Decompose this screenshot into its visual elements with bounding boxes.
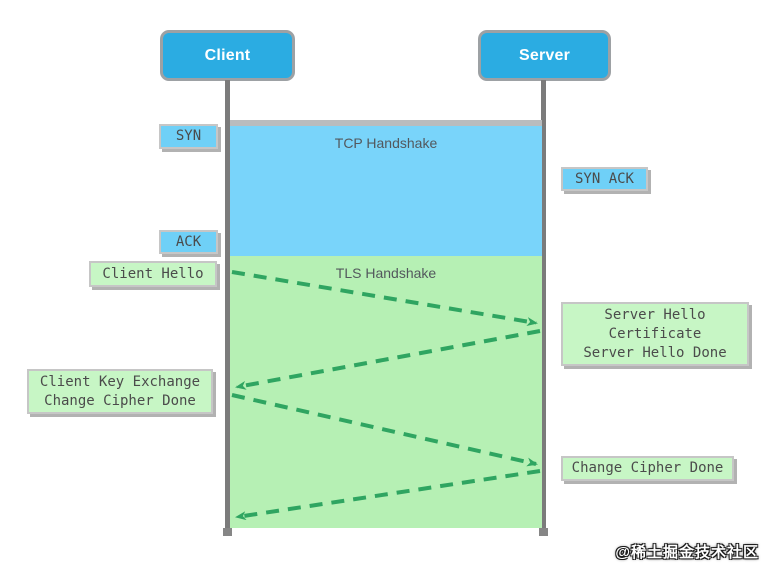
- ack-text: ACK: [175, 233, 202, 250]
- client-key-line2: Change Cipher Done: [44, 392, 196, 409]
- tcp-handshake-region: TCP Handshake: [230, 120, 542, 256]
- tcp-handshake-title: TCP Handshake: [334, 135, 438, 151]
- server-hello-line1: Server Hello: [604, 306, 706, 323]
- client-lifeline-endcap: [223, 528, 232, 536]
- server-lifeline-endcap: [539, 528, 548, 536]
- server-actor-box: Server: [478, 30, 611, 81]
- tls-handshake-title: TLS Handshake: [335, 265, 437, 281]
- change-cipher-text: Change Cipher Done: [571, 460, 724, 476]
- message-label-client-key-exchange: Client Key Exchange Change Cipher Done: [27, 369, 213, 414]
- client-actor-box: Client: [160, 30, 295, 81]
- server-hello-line3: Server Hello Done: [583, 344, 727, 361]
- client-hello-text: Client Hello: [102, 265, 204, 282]
- tls-handshake-region: TLS Handshake: [230, 256, 542, 528]
- server-hello-line2: Certificate: [608, 325, 702, 342]
- message-label-ack: ACK: [159, 230, 218, 254]
- server-lifeline: [541, 80, 546, 528]
- client-actor-label: Client: [204, 46, 251, 64]
- syn-ack-text: SYN ACK: [574, 170, 634, 187]
- server-actor-label: Server: [518, 46, 571, 64]
- client-lifeline: [225, 80, 230, 528]
- message-label-syn: SYN: [159, 124, 218, 149]
- juejin-watermark: @稀土掘金技术社区: [615, 544, 759, 561]
- message-label-syn-ack: SYN ACK: [561, 167, 648, 191]
- message-label-change-cipher-done: Change Cipher Done: [561, 456, 734, 481]
- client-key-line1: Client Key Exchange: [39, 373, 201, 390]
- syn-text: SYN: [175, 128, 202, 144]
- message-label-client-hello: Client Hello: [89, 261, 217, 287]
- message-label-server-hello: Server Hello Certificate Server Hello Do…: [561, 302, 749, 366]
